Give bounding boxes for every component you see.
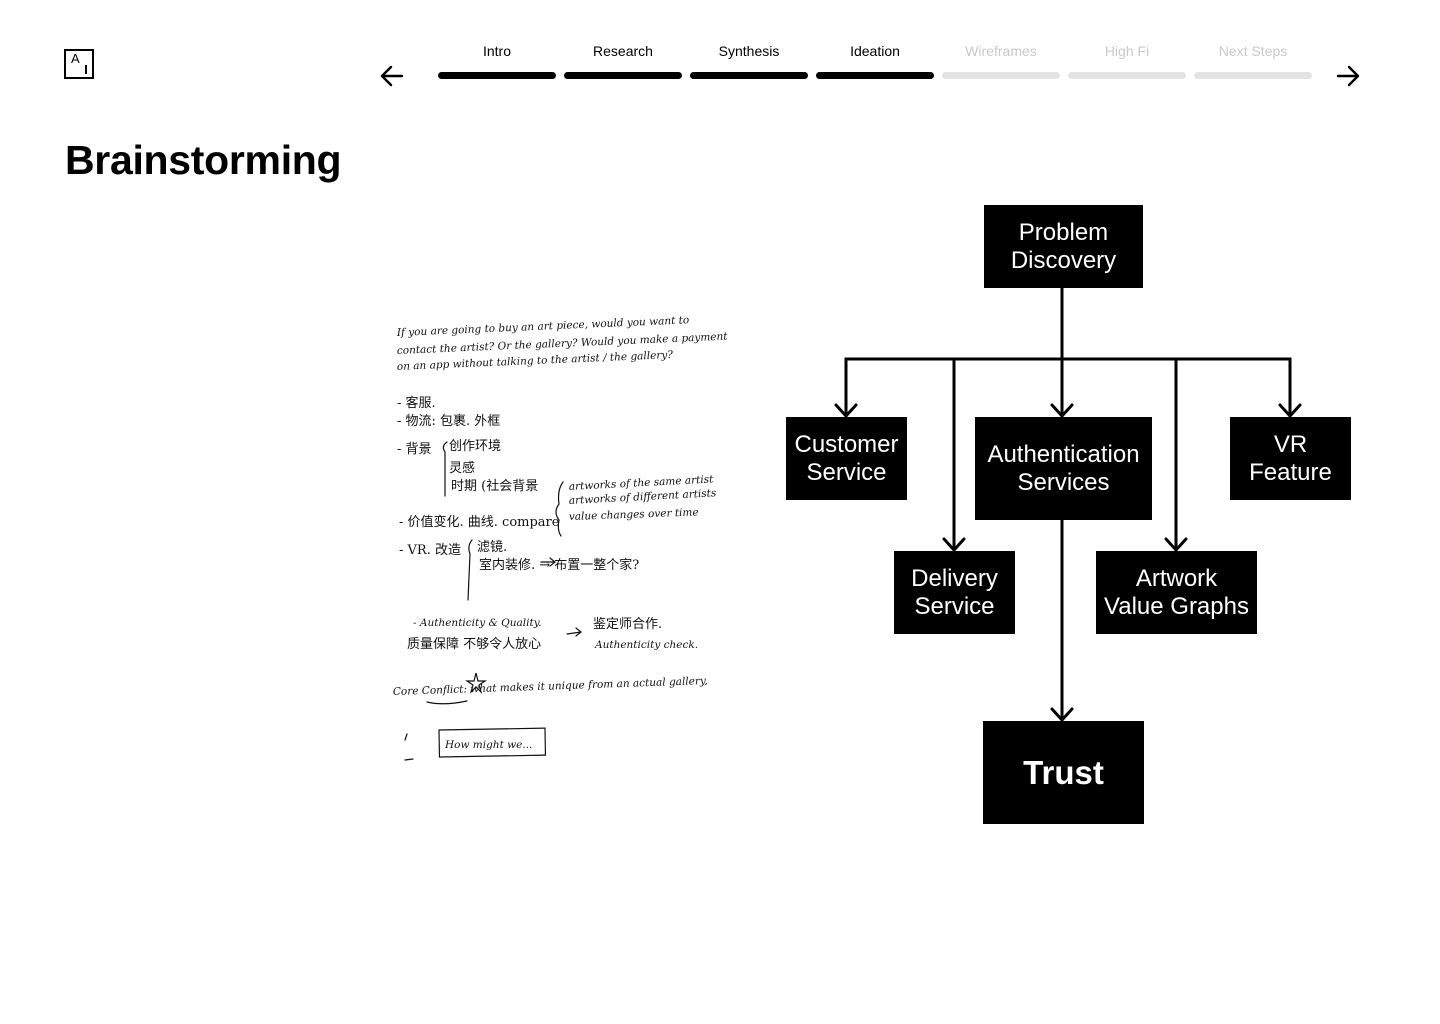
step-label: Wireframes bbox=[965, 43, 1037, 59]
note-vr-item: 滤镜. bbox=[477, 540, 507, 555]
step-bar bbox=[1194, 72, 1312, 79]
logo[interactable]: A bbox=[64, 49, 94, 79]
handwritten-notes-image: If you are going to buy an art piece, wo… bbox=[383, 290, 768, 775]
progress-step-ideation[interactable]: Ideation bbox=[816, 40, 934, 82]
node-label: Service bbox=[806, 458, 887, 486]
note-bullet-authenticity: 质量保障 不够令人放心 bbox=[407, 637, 541, 652]
progress-step-high-fi[interactable]: High Fi bbox=[1068, 40, 1186, 82]
node-label: Problem bbox=[1018, 218, 1109, 246]
node-label: Authentication bbox=[987, 440, 1140, 468]
note-bullet-vr: - VR. 改造 bbox=[399, 543, 461, 558]
logo-mark bbox=[85, 65, 87, 74]
node-label: VR bbox=[1273, 430, 1308, 458]
note-value-item: value changes over time bbox=[569, 506, 699, 523]
step-bar bbox=[816, 72, 934, 79]
progress-step-next-steps[interactable]: Next Steps bbox=[1194, 40, 1312, 82]
node-trust: Trust bbox=[983, 721, 1144, 824]
next-section-button[interactable] bbox=[1333, 62, 1363, 90]
step-bar bbox=[564, 72, 682, 79]
note-background-item: 灵感 bbox=[449, 460, 475, 476]
note-vr-item: 室内装修. → 布置一整个家? bbox=[479, 557, 639, 573]
logo-letter: A bbox=[71, 51, 80, 66]
arrowhead-icon bbox=[1050, 403, 1074, 418]
page-title: Brainstorming bbox=[65, 137, 342, 183]
step-bar bbox=[438, 72, 556, 79]
progress-step-wireframes[interactable]: Wireframes bbox=[942, 40, 1060, 82]
note-bullet-service: - 客服. bbox=[397, 395, 436, 411]
step-label: Next Steps bbox=[1218, 43, 1288, 59]
note-background-item: 创作环境 bbox=[449, 439, 501, 454]
previous-section-button[interactable] bbox=[377, 62, 407, 90]
note-authenticity-item: Authenticity check. bbox=[594, 639, 698, 651]
note-background-item: 时期 (社会背景 bbox=[451, 478, 538, 494]
step-label: Intro bbox=[482, 43, 511, 59]
arrow-right-icon bbox=[1336, 65, 1360, 87]
node-label: Feature bbox=[1249, 458, 1332, 486]
node-label: Artwork bbox=[1135, 564, 1218, 592]
note-authenticity-item: 鉴定师合作. bbox=[593, 617, 662, 632]
step-bar bbox=[1068, 72, 1186, 79]
note-bullet-authenticity: - Authenticity & Quality. bbox=[413, 617, 542, 629]
node-label: Customer bbox=[794, 430, 899, 458]
step-label: Synthesis bbox=[718, 43, 780, 59]
node-label: Delivery bbox=[911, 564, 998, 592]
arrowhead-icon bbox=[1278, 403, 1302, 418]
arrow-left-icon bbox=[380, 65, 404, 87]
node-label: Services bbox=[1017, 468, 1110, 496]
note-how-might-we: How might we... bbox=[444, 739, 532, 751]
step-bar bbox=[690, 72, 808, 79]
step-label: High Fi bbox=[1104, 43, 1150, 59]
progress-step-intro[interactable]: Intro bbox=[438, 40, 556, 82]
node-label: Discovery bbox=[1010, 246, 1117, 274]
arrowhead-icon bbox=[1164, 537, 1188, 552]
progress-step-research[interactable]: Research bbox=[564, 40, 682, 82]
progress-step-synthesis[interactable]: Synthesis bbox=[690, 40, 808, 82]
step-bar bbox=[942, 72, 1060, 79]
note-bullet-logistics: - 物流: 包裹. 外框 bbox=[397, 414, 500, 429]
arrowhead-icon bbox=[1050, 707, 1074, 722]
step-label: Ideation bbox=[850, 43, 900, 59]
step-label: Research bbox=[593, 43, 653, 59]
arrowhead-icon bbox=[942, 537, 966, 552]
note-bullet-background: - 背景 bbox=[397, 442, 432, 457]
arrowhead-icon bbox=[834, 403, 858, 418]
node-label: Trust bbox=[1023, 753, 1104, 791]
node-label: Value Graphs bbox=[1104, 592, 1249, 620]
note-bullet-value: - 价值变化. 曲线. compare bbox=[399, 514, 560, 530]
node-label: Service bbox=[914, 592, 995, 620]
